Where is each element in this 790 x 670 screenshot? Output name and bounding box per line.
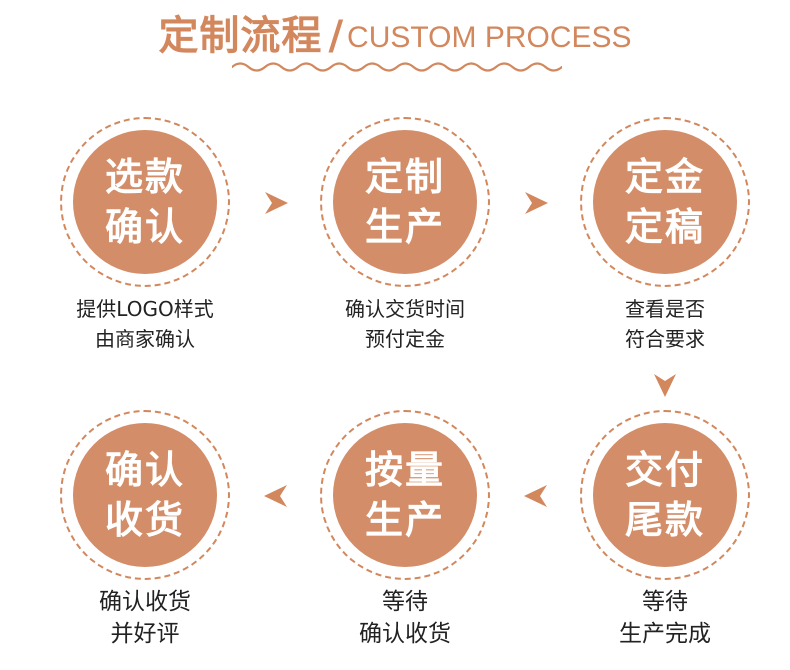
step-caption: 查看是否 符合要求 xyxy=(555,294,775,354)
step-title-line2: 生产 xyxy=(364,498,445,542)
dashed-ring xyxy=(580,117,750,287)
wave-divider xyxy=(232,62,562,72)
caption-line2: 确认收货 xyxy=(359,621,451,647)
step-disc: 选款 确认 xyxy=(73,130,217,274)
step-title-line2: 定稿 xyxy=(624,205,705,249)
caption-line1: 提供LOGO样式 xyxy=(76,297,214,321)
dashed-ring xyxy=(320,117,490,287)
step-disc: 定制 生产 xyxy=(333,130,477,274)
caption-line2: 预付定金 xyxy=(365,327,445,351)
dashed-ring xyxy=(60,117,230,287)
step-title-line1: 选款 xyxy=(104,155,185,199)
caption-line2: 并好评 xyxy=(110,621,180,647)
page-subtitle: CUSTOM PROCESS xyxy=(347,21,632,54)
step-title-line2: 收货 xyxy=(104,498,185,542)
arrow-left-icon xyxy=(264,485,287,507)
step-caption: 等待 生产完成 xyxy=(555,586,775,650)
caption-line1: 查看是否 xyxy=(625,297,705,321)
dashed-ring xyxy=(320,410,490,580)
caption-line2: 符合要求 xyxy=(625,327,705,351)
step-disc: 交付 尾款 xyxy=(593,423,737,567)
caption-line1: 确认收货 xyxy=(99,589,191,615)
arrow-right-icon xyxy=(265,192,288,214)
step-title-line1: 定制 xyxy=(364,155,445,199)
step-title-line2: 确认 xyxy=(104,205,185,249)
step-caption: 确认收货 并好评 xyxy=(35,586,255,650)
page-title: 定制流程 xyxy=(158,13,323,59)
step-disc: 确认 收货 xyxy=(73,423,217,567)
step-caption: 等待 确认收货 xyxy=(295,586,515,650)
step-title-line1: 按量 xyxy=(364,448,445,492)
step-title-line2: 生产 xyxy=(364,205,445,249)
page-header: 定制流程 / CUSTOM PROCESS xyxy=(0,8,790,60)
caption-line1: 等待 xyxy=(382,589,428,615)
step-title-line2: 尾款 xyxy=(624,498,705,542)
arrow-left-icon xyxy=(524,485,547,507)
step-title-line1: 定金 xyxy=(624,155,705,199)
step-title-line1: 确认 xyxy=(104,448,185,492)
step-caption: 提供LOGO样式 由商家确认 xyxy=(35,294,255,354)
step-caption: 确认交货时间 预付定金 xyxy=(295,294,515,354)
step-disc: 定金 定稿 xyxy=(593,130,737,274)
caption-line2: 生产完成 xyxy=(619,621,711,647)
dashed-ring xyxy=(60,410,230,580)
step-disc: 按量 生产 xyxy=(333,423,477,567)
arrow-right-icon xyxy=(525,192,548,214)
step-title-line1: 交付 xyxy=(624,448,705,492)
dashed-ring xyxy=(580,410,750,580)
caption-line2: 由商家确认 xyxy=(95,327,195,351)
caption-line1: 等待 xyxy=(642,589,688,615)
arrow-down-icon xyxy=(654,374,676,397)
title-separator: / xyxy=(328,13,344,59)
caption-line1: 确认交货时间 xyxy=(345,297,465,321)
